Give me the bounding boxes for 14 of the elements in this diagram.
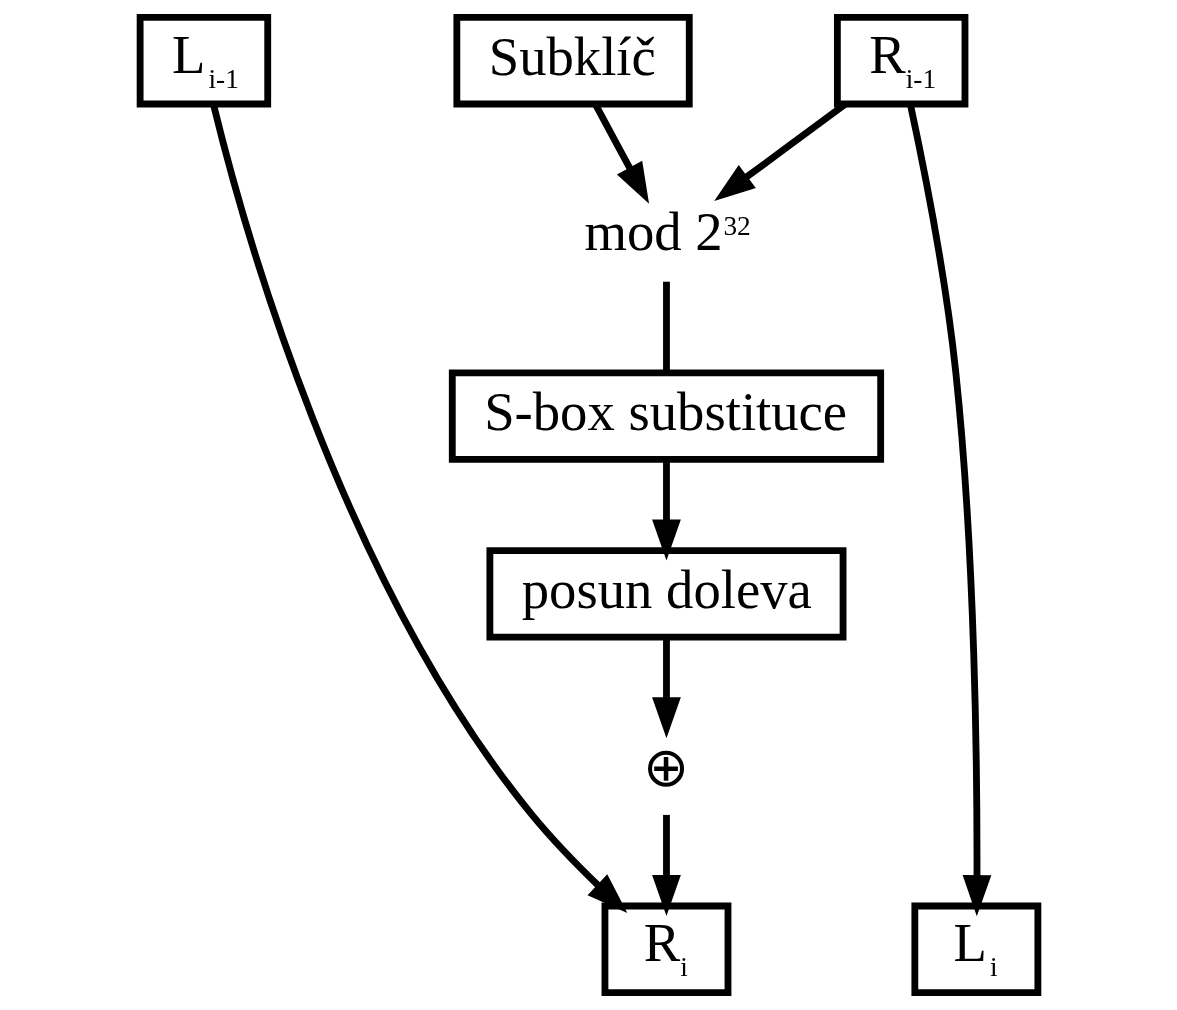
node-box: L$_{i-1}$ [136, 13, 271, 108]
node-box: S-box substituce [448, 369, 884, 463]
node-box: L$_{i}$ [910, 902, 1041, 997]
node-box: posun doleva [485, 547, 846, 641]
node-text: ⊕ [642, 736, 689, 798]
arrow [906, 104, 991, 917]
node-box: Subklíč [452, 13, 693, 108]
node-box: R$_{i}$ [601, 902, 731, 997]
arrow [651, 637, 681, 739]
node-box: R$_{i-1}$ [833, 13, 968, 108]
node-text: mod 2$^{32}$ [583, 201, 751, 263]
arrow [651, 459, 681, 561]
connector [662, 281, 670, 373]
arrow [651, 814, 681, 917]
